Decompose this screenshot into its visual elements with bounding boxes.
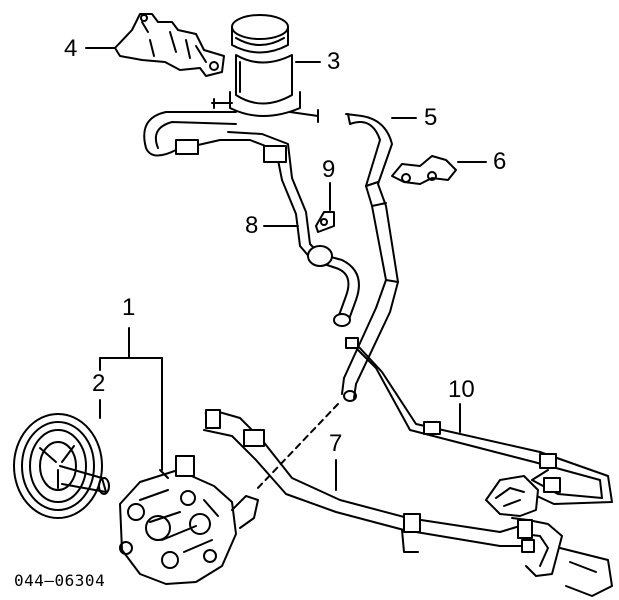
clip-part-9 [316, 183, 334, 232]
callout-5: 5 [424, 104, 438, 131]
callout-8: 8 [245, 212, 259, 239]
engine-bracket-detail [486, 476, 612, 596]
leader-lines-1-2 [100, 328, 168, 478]
callout-1: 1 [122, 294, 136, 321]
clamp-part-6 [392, 156, 486, 184]
suction-hose-part-8 [144, 112, 359, 326]
supply-hose-part-7 [204, 410, 562, 576]
dashed-connector [256, 404, 338, 490]
pulley-part-2 [14, 414, 109, 518]
callout-3: 3 [327, 48, 341, 75]
part-number-label: 044–06304 [14, 571, 106, 590]
callout-7: 7 [329, 430, 343, 457]
bracket-part-4 [86, 14, 224, 76]
return-hose-part-5 [342, 114, 416, 401]
callout-2: 2 [92, 370, 106, 397]
callout-9: 9 [322, 156, 336, 183]
callout-6: 6 [493, 148, 507, 175]
callout-10: 10 [448, 376, 475, 403]
pressure-line-part-10 [346, 338, 612, 504]
pump-part-1 [120, 456, 258, 584]
callout-4: 4 [64, 35, 78, 62]
reservoir-part-3 [212, 15, 320, 122]
